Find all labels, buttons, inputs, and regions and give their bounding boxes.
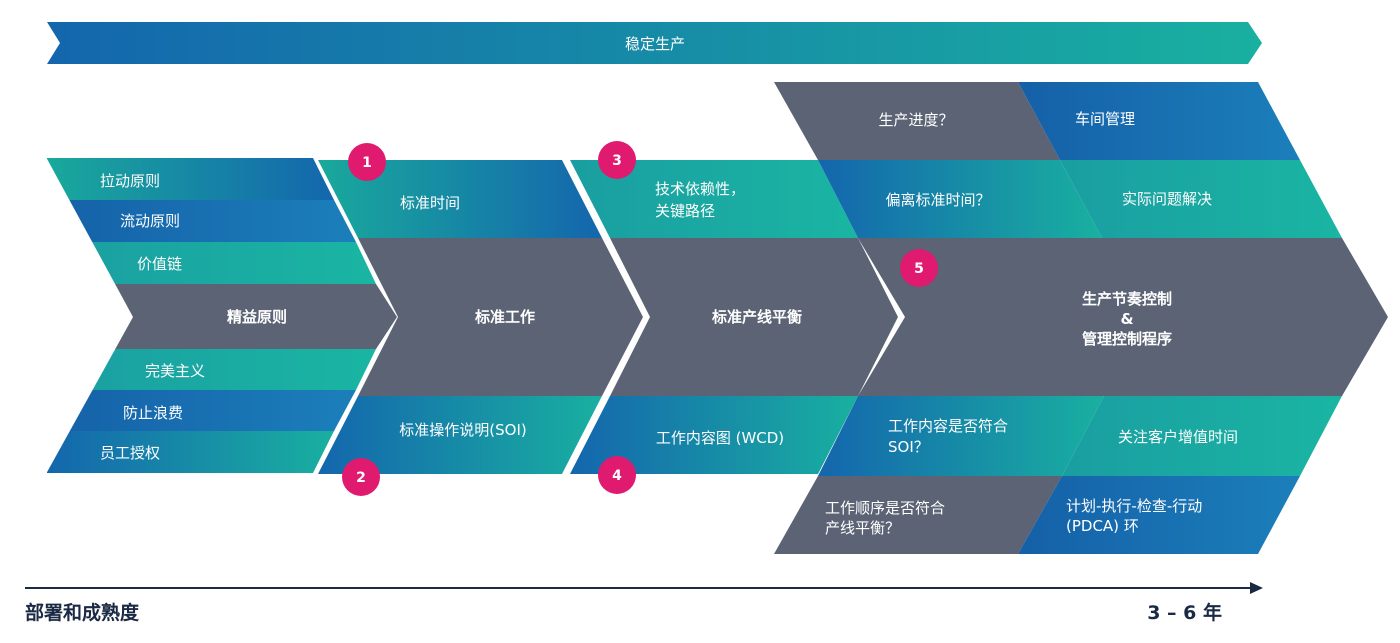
stage2-top-label: 标准时间 bbox=[400, 194, 460, 212]
badge-4-number: 4 bbox=[612, 468, 622, 484]
stage4-row2-left-label: 偏离标准时间？ bbox=[885, 191, 990, 209]
stage4-row4-right-label-line2: (PDCA) 环 bbox=[1066, 517, 1139, 535]
stage3-top-block bbox=[570, 160, 858, 238]
top-banner-label: 稳定生产 bbox=[625, 35, 685, 53]
stage4-row3-left-label-line2: SOI？ bbox=[888, 438, 929, 456]
timeline-arrowhead bbox=[1250, 582, 1263, 594]
stage4-row4-right bbox=[1018, 476, 1300, 554]
stage2-chevron bbox=[318, 160, 643, 474]
badge-1: 1 bbox=[348, 143, 386, 181]
badge-2: 2 bbox=[342, 458, 380, 496]
stage2-core bbox=[358, 238, 643, 396]
stage4-row1-left bbox=[774, 82, 1060, 160]
stage4-title-line1: 生产节奏控制 bbox=[1082, 290, 1172, 308]
stage4-row2-right-label: 实际问题解决 bbox=[1122, 190, 1212, 208]
stage2-bottom-label: 标准操作说明(SOI) bbox=[399, 421, 526, 439]
stage3-top-label-line2: 关键路径 bbox=[655, 202, 715, 220]
stage1-chevron bbox=[46, 157, 397, 474]
stage4-title-line3: 管理控制程序 bbox=[1082, 330, 1172, 348]
stage4-chevron bbox=[774, 82, 1388, 554]
badge-1-number: 1 bbox=[362, 155, 372, 171]
stage4-core bbox=[858, 238, 1388, 396]
badge-5: 5 bbox=[900, 249, 938, 287]
stage1-bottom-item-2 bbox=[47, 390, 356, 431]
stage2-bottom-block bbox=[318, 396, 602, 474]
timeline-label-right: 3 – 6 年 bbox=[1147, 601, 1222, 624]
stage4-row1-left-label: 生产进度？ bbox=[878, 111, 953, 129]
top-banner-arrow bbox=[47, 22, 1262, 64]
timeline-label-left: 部署和成熟度 bbox=[25, 601, 140, 624]
stage3-bottom-label: 工作内容图 (WCD) bbox=[656, 429, 784, 447]
stage4-row3-left-label-line1: 工作内容是否符合 bbox=[888, 417, 1008, 435]
stage3-title: 标准产线平衡 bbox=[711, 308, 802, 326]
stage3-bottom-block bbox=[570, 396, 858, 474]
stage4-row3-right-label: 关注客户增值时间 bbox=[1118, 428, 1238, 446]
badge-2-number: 2 bbox=[356, 470, 366, 486]
stage4-row1-right-label: 车间管理 bbox=[1075, 110, 1135, 128]
stage4-row4-left-label-line1: 工作顺序是否符合 bbox=[825, 499, 945, 517]
stage2-top-block bbox=[318, 160, 602, 238]
stage1-bottom-item-2-label: 防止浪费 bbox=[123, 404, 183, 422]
stage1-top-item-3 bbox=[47, 242, 376, 284]
stage1-top-item-2-label: 流动原则 bbox=[120, 212, 180, 230]
stage1-top-item-1 bbox=[47, 158, 334, 200]
stage1-bottom-item-3-label: 员工授权 bbox=[100, 444, 160, 462]
badge-4: 4 bbox=[598, 456, 636, 494]
stage4-row4-left bbox=[774, 476, 1062, 554]
stage4-row4-left-label-line2: 产线平衡？ bbox=[825, 519, 900, 537]
badge-5-number: 5 bbox=[914, 261, 924, 277]
badge-3-number: 3 bbox=[612, 153, 622, 169]
stage1-bottom-item-1-label: 完美主义 bbox=[145, 362, 205, 380]
stage2-title: 标准工作 bbox=[474, 308, 535, 326]
stage1-left-notch bbox=[46, 157, 133, 474]
stage4-title-line2: & bbox=[1120, 310, 1133, 328]
stage4-row3-right bbox=[1062, 396, 1342, 476]
stage1-title: 精益原则 bbox=[227, 308, 287, 326]
stage4-row3-left bbox=[818, 396, 1104, 476]
stage1-bottom-item-3 bbox=[47, 431, 334, 473]
stage3-core bbox=[610, 238, 898, 396]
stage1-core bbox=[47, 284, 397, 349]
stage4-row1-right bbox=[1018, 82, 1300, 160]
stage1-top-item-3-label: 价值链 bbox=[137, 255, 182, 273]
stage4-row4-right-label-line1: 计划-执行-检查-行动 bbox=[1066, 497, 1202, 515]
stage1-bottom-item-1 bbox=[47, 349, 376, 390]
stage1-top-item-1-label: 拉动原则 bbox=[100, 172, 160, 190]
badge-3: 3 bbox=[598, 141, 636, 179]
stage3-chevron bbox=[570, 160, 898, 474]
stage1-top-item-2 bbox=[47, 200, 356, 242]
stage4-row2-left bbox=[818, 160, 1102, 238]
stage3-top-label-line1: 技术依赖性， bbox=[655, 180, 745, 198]
stage4-row2-right bbox=[1060, 160, 1342, 238]
